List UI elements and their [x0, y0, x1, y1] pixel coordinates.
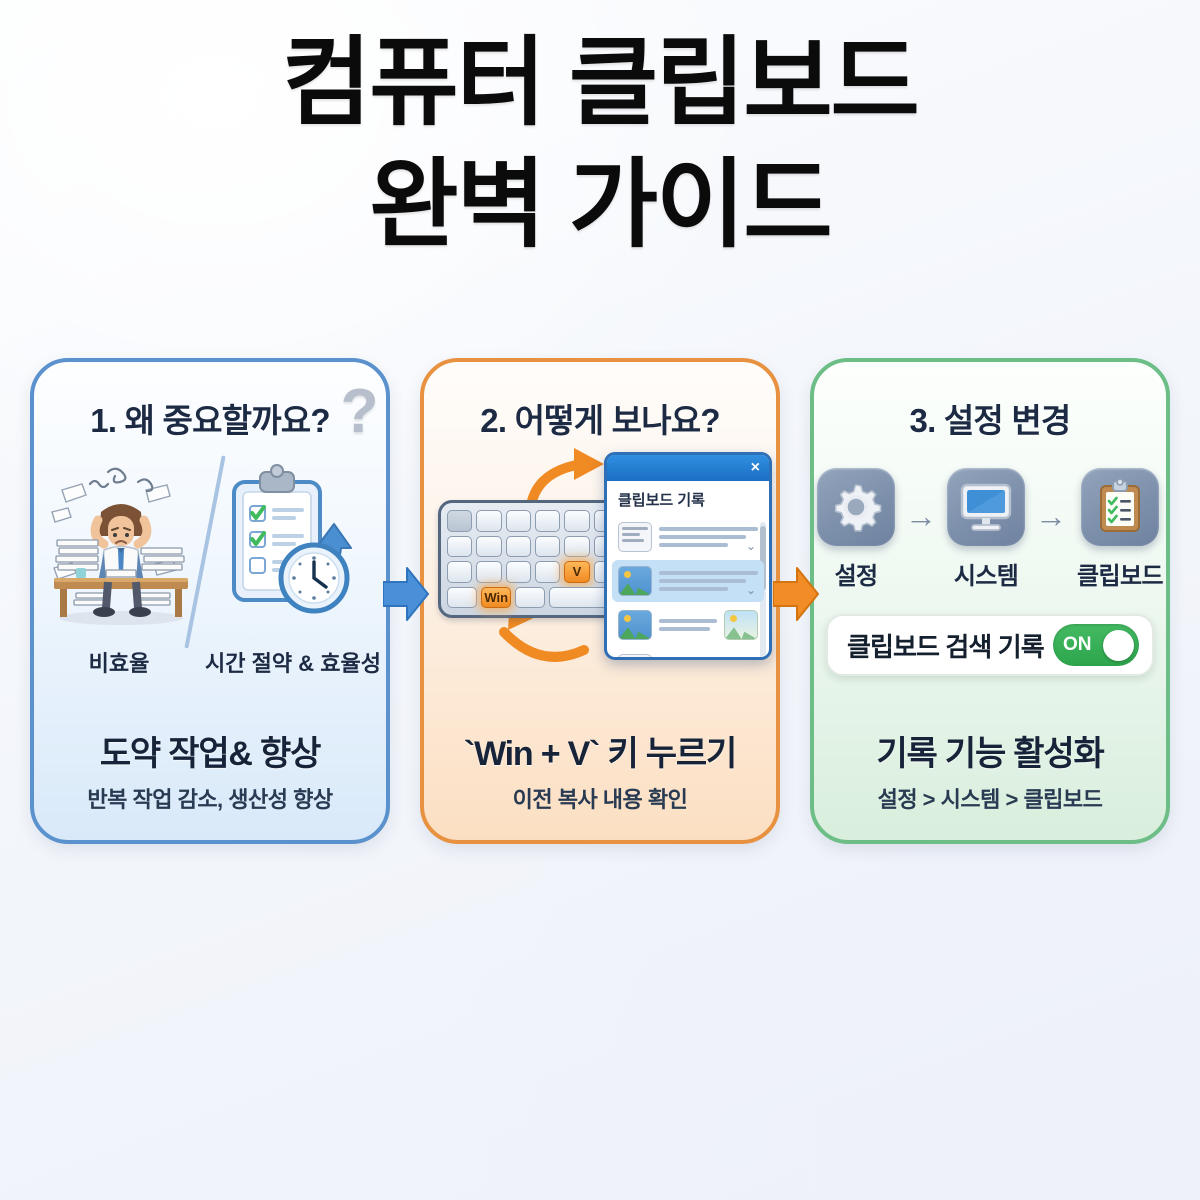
popup-title: 클립보드 기록	[618, 492, 705, 509]
flow-arrow-2: →	[1035, 498, 1068, 534]
card-change-settings[interactable]: 3. 설정 변경 설정 →	[810, 358, 1170, 844]
gear-tile	[817, 468, 896, 546]
chevron-down-icon[interactable]: ⌄	[745, 539, 756, 553]
card-2-heading: 2. 어떻게 보나요?	[480, 394, 720, 442]
image-icon	[724, 610, 758, 640]
key	[505, 510, 531, 532]
key-v[interactable]: V	[564, 561, 590, 583]
flow-label-system: 시스템	[953, 563, 1019, 590]
key	[534, 561, 561, 583]
clipboard-icon	[1100, 479, 1140, 532]
key	[515, 586, 546, 608]
list-item[interactable]	[612, 648, 764, 657]
page-title: 컴퓨터 클립보드 완벽 가이드	[0, 22, 1200, 266]
stressed-worker-icon	[51, 467, 188, 625]
card-1-captions: 비효율 시간 절약 & 효율성	[34, 646, 386, 678]
key	[564, 535, 590, 557]
key	[534, 510, 561, 532]
key	[476, 535, 502, 557]
title-line-2: 완벽 가이드	[369, 150, 832, 260]
settings-flow: 설정 → 시스템 →	[817, 468, 1164, 591]
card-row: 1. 왜 중요할까요? ?	[0, 358, 1200, 844]
flow-step-settings[interactable]: 설정	[817, 468, 896, 591]
toggle-knob[interactable]	[1103, 629, 1134, 661]
toggle-state-text: ON	[1063, 634, 1092, 655]
card-3-illustration: 설정 → 시스템 →	[814, 448, 1166, 676]
toggle-switch[interactable]: ON	[1053, 624, 1139, 666]
flow-label-clipboard: 클립보드	[1077, 563, 1164, 590]
key	[476, 561, 502, 583]
clipboard-history-popup[interactable]: × 클립보드 기록 ⌄ ⌄	[604, 452, 772, 660]
card-3-foot-sub: 설정 > 시스템 > 클립보드	[877, 787, 1103, 812]
card-1-foot-sub: 반복 작업 감소, 생산성 향상	[87, 787, 333, 812]
caption-inefficiency: 비효율	[88, 651, 150, 676]
card-2-foot-sub: 이전 복사 내용 확인	[512, 787, 688, 812]
key	[505, 561, 531, 583]
key	[564, 510, 590, 532]
card-2-illustration: V Win × 클립보드 기록	[424, 448, 776, 664]
gear-icon	[834, 484, 882, 532]
key	[476, 510, 502, 532]
document-icon	[618, 522, 652, 552]
flow-arrow-1: →	[905, 498, 938, 534]
close-icon[interactable]: ×	[750, 459, 760, 476]
scrollbar-thumb[interactable]	[760, 526, 766, 590]
key-win[interactable]: Win	[481, 586, 512, 608]
arrow-card2-to-card3-icon	[773, 567, 819, 621]
item-text-lines	[659, 527, 758, 547]
card-1-foot-main: 도약 작업& 향상	[99, 735, 322, 773]
list-item[interactable]: ⌄	[612, 516, 764, 558]
card-2-footer: `Win + V` 키 누르기 이전 복사 내용 확인	[424, 726, 776, 840]
list-item[interactable]: ⌄	[612, 560, 764, 602]
flow-step-clipboard[interactable]: 클립보드	[1077, 468, 1164, 591]
card-3-footer: 기록 기능 활성화 설정 > 시스템 > 클립보드	[814, 726, 1166, 840]
flow-label-settings: 설정	[834, 563, 879, 590]
image-icon	[618, 566, 652, 596]
clipboard-search-history-row[interactable]: 클립보드 검색 기록 ON	[826, 614, 1154, 676]
card-2-heading-text: 2. 어떻게 보나요?	[480, 402, 720, 439]
keyboard-row: Win	[447, 586, 619, 608]
chevron-down-icon[interactable]: ⌄	[745, 583, 756, 597]
clipboard-tile	[1081, 468, 1159, 546]
card-why-important[interactable]: 1. 왜 중요할까요? ?	[30, 358, 390, 844]
key	[447, 510, 473, 532]
item-text-lines	[659, 619, 717, 631]
keyboard-row: V	[447, 561, 619, 583]
caption-efficiency: 시간 절약 & 효율성	[205, 651, 381, 676]
card-1-footer: 도약 작업& 향상 반복 작업 감소, 생산성 향상	[34, 726, 386, 840]
monitor-tile	[947, 468, 1026, 546]
card-1-heading-text: 1. 왜 중요할까요?	[90, 402, 330, 439]
card-3-heading: 3. 설정 변경	[909, 394, 1072, 442]
key	[447, 561, 473, 583]
keyboard-row	[447, 535, 619, 557]
monitor-icon	[960, 483, 1012, 531]
question-mark-icon: ?	[340, 377, 379, 446]
list-item[interactable]	[612, 604, 764, 646]
item-text-lines	[659, 571, 758, 591]
card-3-foot-main: 기록 기능 활성화	[876, 735, 1104, 773]
keyboard-row	[447, 510, 619, 532]
flow-step-system[interactable]: 시스템	[947, 468, 1026, 591]
keyboard-illustration: V Win	[438, 500, 628, 618]
title-line-1: 컴퓨터 클립보드	[282, 28, 920, 137]
card-how-to-open[interactable]: 2. 어떻게 보나요?	[420, 358, 780, 844]
image-icon	[618, 610, 652, 640]
arrow-card1-to-card2-icon	[383, 567, 429, 621]
card-1-heading: 1. 왜 중요할까요? ?	[90, 377, 378, 446]
card-2-foot-main: `Win + V` 키 누르기	[463, 735, 737, 773]
card-1-illustration: 비효율 시간 절약 & 효율성	[34, 448, 386, 676]
key	[447, 535, 473, 557]
efficiency-clipboard-icon	[232, 464, 352, 614]
popup-titlebar: ×	[607, 455, 769, 481]
clipboard-item-list: ⌄ ⌄	[607, 516, 769, 657]
toggle-label: 클립보드 검색 기록	[847, 631, 1045, 662]
card-3-heading-text: 3. 설정 변경	[909, 402, 1072, 439]
key	[505, 535, 531, 557]
document-icon	[618, 654, 652, 657]
key	[534, 535, 561, 557]
key	[447, 586, 478, 608]
